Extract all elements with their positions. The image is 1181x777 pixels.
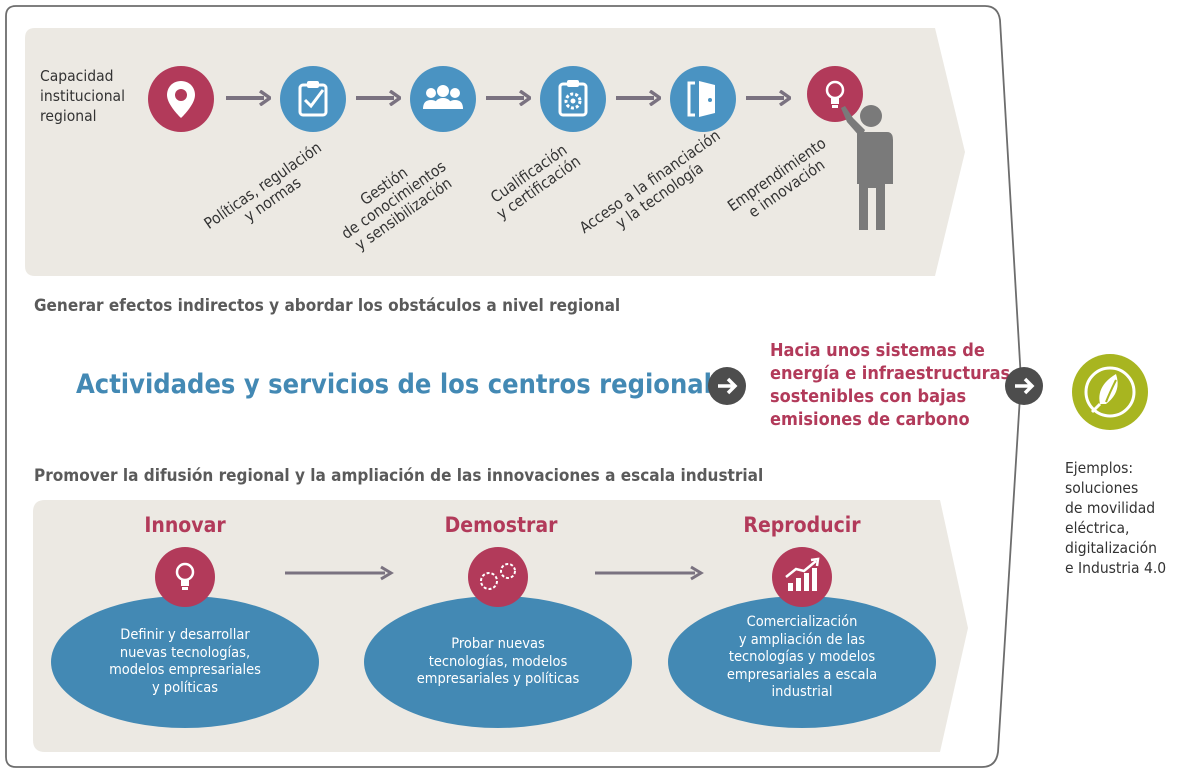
door-icon [670, 66, 736, 132]
phase-innovar [51, 547, 319, 728]
location-pin-icon [148, 66, 214, 132]
top-arrow-1 [226, 90, 271, 106]
people-group-icon [410, 66, 476, 132]
growth-chart-icon [772, 547, 832, 607]
gears-icon [468, 547, 528, 607]
top-arrow-5 [746, 90, 791, 106]
arrow-right-circle-icon [1005, 367, 1043, 405]
phase-title-reproducir: Reproducir [743, 513, 861, 537]
goal-text: Hacia unos sistemas de energía e infraes… [770, 340, 1011, 430]
phase-reproducir [668, 547, 936, 728]
bottom-arrow-1 [285, 565, 394, 581]
clipboard-check-icon [280, 66, 346, 132]
top-arrow-3 [486, 90, 531, 106]
phase-text-innovar: Definir y desarrollar nuevas tecnologías… [109, 627, 261, 696]
leaf-plug-icon [1072, 354, 1148, 430]
lightbulb-icon [155, 547, 215, 607]
examples-text: Ejemplos: soluciones de movilidad eléctr… [1065, 459, 1167, 577]
top-caption: Generar efectos indirectos y abordar los… [34, 296, 621, 316]
certificate-icon [540, 66, 606, 132]
lightbulb-icon [807, 66, 863, 122]
phase-title-demostrar: Demostrar [444, 513, 558, 537]
main-title: Actividades y servicios de los centros r… [76, 369, 743, 400]
phase-demostrar [364, 547, 632, 728]
phase-title-innovar: Innovar [144, 513, 226, 537]
arrow-right-circle-icon [708, 367, 746, 405]
bottom-caption: Promover la difusión regional y la ampli… [34, 466, 764, 486]
bottom-arrow-2 [595, 565, 704, 581]
start-label: Capacidad institucional regional [40, 67, 125, 125]
outer-frame [5, 5, 1022, 768]
top-arrow-4 [616, 90, 661, 106]
phase-text-reproducir: Comercialización y ampliación de las tec… [726, 614, 878, 700]
top-arrow-2 [356, 90, 401, 106]
phase-text-demostrar: Probar nuevas tecnologías, modelos empre… [416, 636, 580, 687]
person-with-lightbulb [807, 66, 893, 230]
